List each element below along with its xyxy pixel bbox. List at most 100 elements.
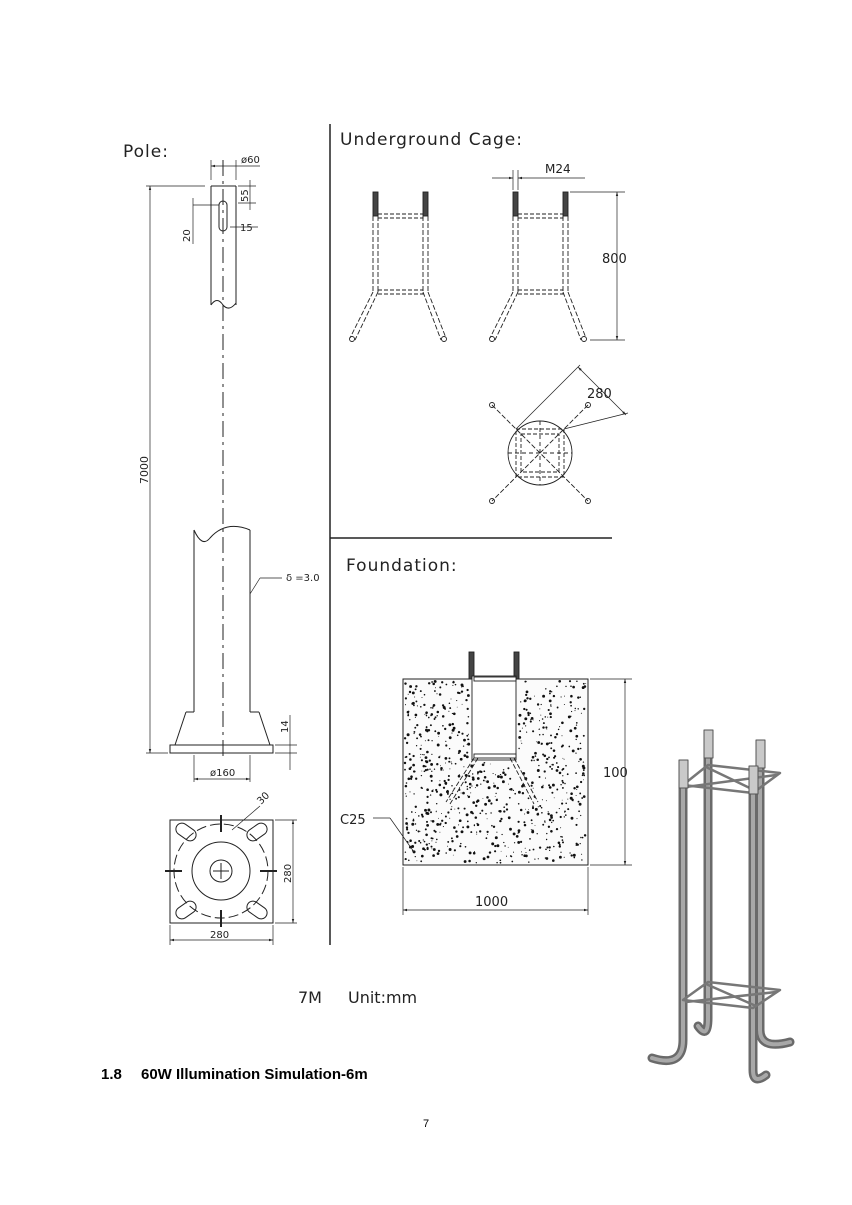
concrete-speckle [493, 784, 497, 788]
concrete-speckle [582, 772, 585, 775]
concrete-speckle [550, 704, 552, 706]
concrete-speckle [546, 728, 548, 730]
concrete-speckle [439, 686, 442, 689]
concrete-speckle [464, 781, 467, 784]
concrete-speckle [570, 694, 573, 698]
concrete-speckle [496, 844, 500, 848]
concrete-speckle [575, 844, 578, 847]
concrete-speckle [467, 738, 469, 741]
concrete-speckle [448, 736, 452, 740]
concrete-speckle [513, 842, 516, 844]
concrete-speckle [452, 854, 454, 856]
concrete-speckle [548, 784, 551, 787]
pole-base-diameter-label: ø160 [210, 768, 235, 779]
concrete-speckle [416, 723, 419, 727]
concrete-speckle [552, 819, 555, 822]
concrete-speckle [563, 856, 565, 858]
concrete-speckle [575, 734, 579, 738]
concrete-speckle [411, 702, 414, 705]
concrete-speckle [432, 682, 435, 686]
concrete-speckle [521, 791, 525, 795]
concrete-speckle [419, 830, 421, 832]
concrete-speckle [414, 726, 417, 729]
concrete-speckle [575, 724, 578, 726]
concrete-speckle [536, 703, 540, 706]
concrete-speckle [456, 734, 459, 737]
concrete-speckle [573, 787, 576, 790]
concrete-speckle [412, 763, 415, 767]
concrete-speckle [570, 715, 572, 718]
concrete-speckle [553, 756, 556, 759]
plate-width-label: 280 [210, 930, 229, 941]
concrete-speckle [534, 824, 536, 826]
concrete-speckle [427, 808, 431, 812]
concrete-speckle [576, 788, 578, 790]
concrete-speckle [446, 790, 449, 794]
concrete-speckle [413, 770, 416, 773]
concrete-speckle [413, 730, 416, 733]
concrete-speckle [577, 708, 579, 710]
concrete-speckle [581, 859, 583, 861]
concrete-speckle [504, 773, 507, 777]
concrete-speckle [555, 769, 559, 772]
concrete-speckle [494, 795, 496, 797]
concrete-speckle [530, 719, 532, 721]
concrete-speckle [472, 851, 476, 855]
concrete-speckle [545, 848, 547, 851]
concrete-speckle [567, 715, 571, 719]
concrete-speckle [409, 791, 411, 793]
concrete-speckle [496, 861, 498, 864]
concrete-speckle [434, 716, 437, 719]
concrete-speckle [538, 846, 542, 849]
concrete-speckle [414, 696, 416, 698]
concrete-speckle [521, 784, 524, 788]
concrete-speckle [408, 753, 411, 755]
concrete-speckle [532, 805, 534, 807]
concrete-speckle [442, 786, 446, 789]
concrete-speckle [540, 806, 543, 809]
concrete-speckle [436, 763, 439, 766]
concrete-speckle [540, 703, 542, 706]
concrete-speckle [462, 791, 465, 795]
concrete-speckle [508, 796, 511, 799]
concrete-speckle [423, 840, 426, 843]
concrete-speckle [466, 788, 469, 790]
concrete-speckle [435, 838, 438, 841]
concrete-speckle [405, 795, 407, 797]
concrete-speckle [441, 819, 444, 822]
concrete-speckle [525, 708, 528, 711]
concrete-speckle [575, 823, 578, 826]
concrete-speckle [523, 854, 526, 857]
concrete-speckle [434, 730, 437, 733]
concrete-speckle [532, 787, 534, 789]
concrete-speckle [561, 839, 564, 841]
concrete-speckle [454, 683, 457, 686]
concrete-speckle [549, 716, 552, 719]
concrete-speckle [486, 855, 490, 859]
concrete-speckle [436, 693, 438, 695]
concrete-speckle [540, 742, 543, 745]
pole-base-dim-14-label: 14 [280, 720, 291, 733]
concrete-speckle [530, 819, 533, 822]
concrete-speckle [451, 840, 454, 843]
concrete-speckle [525, 851, 527, 854]
concrete-speckle [549, 814, 553, 818]
concrete-speckle [410, 775, 413, 778]
concrete-speckle [519, 730, 522, 733]
concrete-speckle [491, 842, 495, 846]
concrete-speckle [405, 741, 409, 745]
concrete-speckle [564, 695, 565, 697]
concrete-speckle [460, 830, 464, 834]
concrete-speckle [444, 821, 447, 825]
concrete-speckle [527, 711, 530, 715]
concrete-speckle [574, 710, 576, 712]
concrete-speckle [548, 699, 552, 703]
concrete-speckle [484, 802, 488, 806]
concrete-speckle [559, 726, 561, 728]
concrete-speckle [448, 760, 451, 763]
concrete-speckle [460, 792, 462, 794]
concrete-speckle [529, 838, 531, 840]
concrete-speckle [460, 842, 462, 845]
concrete-speckle [440, 768, 443, 771]
